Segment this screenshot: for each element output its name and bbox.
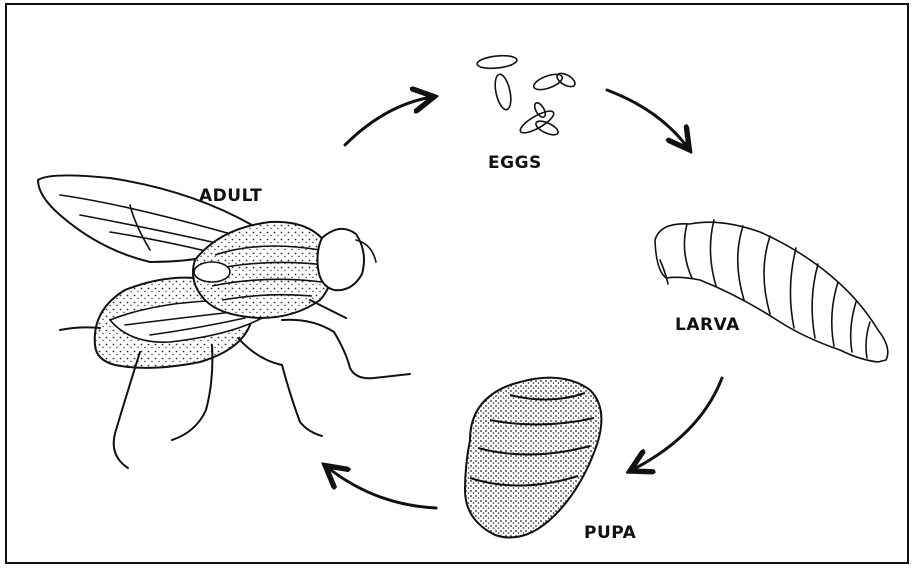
arrow-eggs-to-larva xyxy=(607,90,688,148)
label-eggs: EGGS xyxy=(488,153,542,173)
label-larva: LARVA xyxy=(675,315,740,335)
adult-fly-illustration xyxy=(38,175,410,468)
eggs-illustration xyxy=(476,54,577,138)
arrow-pupa-to-adult xyxy=(327,467,436,508)
pupa-illustration xyxy=(465,378,601,538)
arrow-larva-to-pupa xyxy=(632,378,722,470)
label-adult: ADULT xyxy=(199,186,262,206)
arrow-adult-to-eggs xyxy=(345,97,432,145)
label-pupa: PUPA xyxy=(584,523,637,543)
larva-illustration xyxy=(655,220,888,362)
